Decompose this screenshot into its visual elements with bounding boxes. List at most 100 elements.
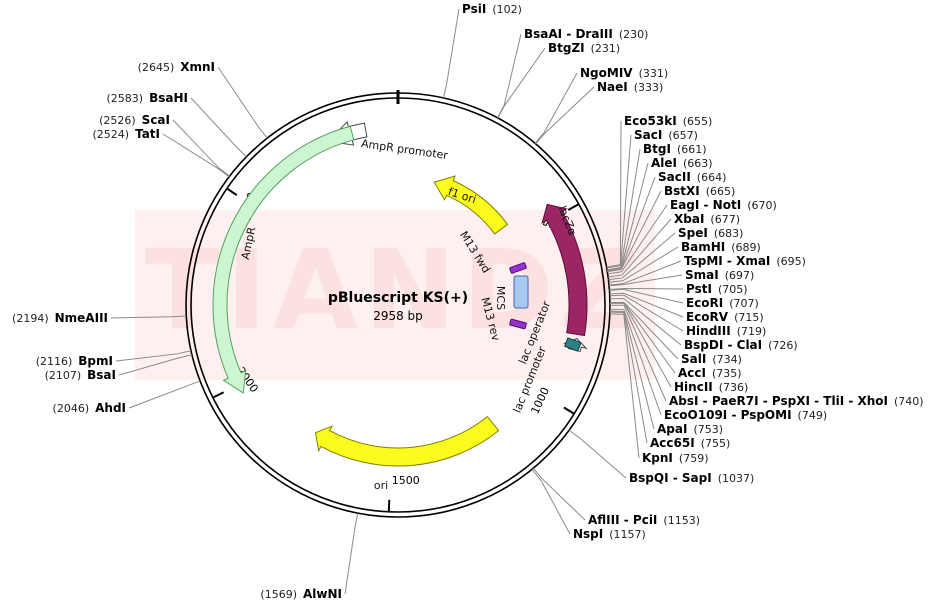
site-name-tspmi-xmai: TspMI - XmaI <box>684 254 770 268</box>
site-position-scai: (2526) <box>99 114 136 127</box>
site-leader-alwni <box>344 513 359 595</box>
tick-mark-1500 <box>387 499 391 512</box>
site-leader-lines <box>110 8 684 595</box>
site-name-psii: PsiI <box>462 2 486 16</box>
feature-lacz-arrow <box>541 203 588 337</box>
site-name-ecori: EcoRI <box>686 296 723 310</box>
site-position-naei: (333) <box>634 81 664 94</box>
site-position-nmeaiii: (2194) <box>12 312 49 325</box>
site-leader-bsai <box>118 354 193 376</box>
site-name-btgzi: BtgZI <box>548 41 585 55</box>
site-position-bspqi-sapi: (1037) <box>718 472 755 485</box>
site-position-hindiii: (719) <box>737 325 767 338</box>
site-leader-btgzi <box>497 47 546 119</box>
tick-mark-500 <box>567 203 580 211</box>
site-name-ahdi: AhdI <box>95 401 126 415</box>
site-name-bamhi: BamHI <box>681 240 725 254</box>
site-leader-apai <box>609 310 655 430</box>
site-leader-bsaai-draiii <box>497 33 522 119</box>
site-position-kpni: (759) <box>679 452 709 465</box>
plasmid-size: 2958 bp <box>373 309 423 323</box>
site-name-eagi-noti: EagI - NotI <box>670 198 741 212</box>
site-leader-bpmi <box>115 350 192 362</box>
site-position-ecorv: (715) <box>734 311 764 324</box>
site-leader-spei <box>608 232 676 281</box>
site-position-btgzi: (231) <box>591 42 621 55</box>
site-leader-naei <box>535 86 595 145</box>
site-name-bspqi-sapi: BspQI - SapI <box>629 471 712 485</box>
site-leader-smai <box>609 274 683 287</box>
site-leader-acc65i <box>609 311 648 444</box>
site-name-absi-paer7i-pspxi-tlii-xhoi: AbsI - PaeR7I - PspXI - TliI - XhoI <box>669 394 888 408</box>
site-leader-saci <box>606 134 632 269</box>
site-leader-bstxi <box>607 190 662 273</box>
site-position-ngomiv: (331) <box>639 67 669 80</box>
site-labels: PsiI(102)BsaAI - DraIII(230)BtgZI(231)Ng… <box>12 2 924 601</box>
site-leader-ecorv <box>609 292 684 318</box>
plasmid-name: pBluescript KS(+) <box>328 290 468 306</box>
site-position-psii: (102) <box>492 3 522 16</box>
tick-mark-2000 <box>212 391 225 399</box>
site-position-bsai: (2107) <box>45 369 82 382</box>
site-name-ecorv: EcoRV <box>686 310 729 324</box>
site-position-bsahi: (2583) <box>107 92 144 105</box>
feature-m13-rev-arrow <box>509 318 527 330</box>
feature-mcs-box <box>513 275 529 309</box>
site-leader-absi-paer7i-pspxi-tlii-xhoi <box>609 304 667 402</box>
site-leader-hincii <box>609 302 672 388</box>
site-name-alwni: AlwNI <box>303 587 342 601</box>
site-leader-bspdi-clai <box>609 298 682 346</box>
feature-f1-ori-arrow <box>433 175 509 235</box>
site-name-bspdi-clai: BspDI - ClaI <box>684 338 762 352</box>
site-position-acci: (735) <box>712 367 742 380</box>
site-leader-bamhi <box>608 246 679 283</box>
site-position-acc65i: (755) <box>701 437 731 450</box>
site-name-smai: SmaI <box>685 268 719 282</box>
site-name-sali: SalI <box>681 352 706 366</box>
site-position-apai: (753) <box>693 423 723 436</box>
site-name-bpmi: BpmI <box>78 354 113 368</box>
site-position-eco53ki: (655) <box>683 115 713 128</box>
site-name-afliii-pcii: AflIII - PciI <box>588 513 657 527</box>
site-position-sali: (734) <box>712 353 742 366</box>
site-position-xmni: (2645) <box>138 61 175 74</box>
site-position-tspmi-xmai: (695) <box>776 255 806 268</box>
site-name-tati: TatI <box>135 127 160 141</box>
site-name-eco53ki: Eco53kI <box>624 114 677 128</box>
tick-label-1500: 1500 <box>392 474 420 487</box>
site-position-eagi-noti: (670) <box>747 199 777 212</box>
feature-ori-arrow <box>314 415 500 467</box>
site-position-bsaai-draiii: (230) <box>619 28 649 41</box>
site-leader-eagi-noti <box>607 204 668 275</box>
site-name-scai: ScaI <box>142 113 170 127</box>
site-position-alwni: (1569) <box>260 588 297 601</box>
site-position-smai: (697) <box>725 269 755 282</box>
site-name-xbai: XbaI <box>674 212 704 226</box>
site-position-ahdi: (2046) <box>53 402 90 415</box>
site-leader-bspqi-sapi <box>568 429 627 479</box>
site-name-psti: PstI <box>686 282 712 296</box>
site-position-ecori: (707) <box>729 297 759 310</box>
site-name-acc65i: Acc65I <box>650 436 695 450</box>
site-name-hincii: HincII <box>674 380 713 394</box>
feature-lac-operator-box <box>564 337 582 352</box>
site-name-acci: AccI <box>678 366 706 380</box>
feature-label-ampr-promoter: AmpR promoter <box>360 137 449 162</box>
site-name-bsaai-draiii: BsaAI - DraIII <box>524 27 613 41</box>
site-position-btgi: (661) <box>677 143 707 156</box>
site-name-hindiii: HindIII <box>686 324 731 338</box>
site-position-bspdi-clai: (726) <box>768 339 798 352</box>
site-leader-nmeaiii <box>110 315 187 319</box>
site-name-bstxi: BstXI <box>664 184 700 198</box>
site-name-nmeaiii: NmeAIII <box>55 311 108 325</box>
feature-ampr-arrow <box>212 125 355 394</box>
site-name-bsai: BsaI <box>87 368 116 382</box>
site-position-psti: (705) <box>718 283 748 296</box>
site-position-afliii-pcii: (1153) <box>663 514 700 527</box>
site-position-absi-paer7i-pspxi-tlii-xhoi: (740) <box>894 395 924 408</box>
site-leader-psti <box>609 287 684 290</box>
tick-mark-2500 <box>226 187 238 197</box>
feature-label-ori: ori <box>374 479 388 492</box>
site-position-ecoo109i-pspomi: (749) <box>798 409 828 422</box>
